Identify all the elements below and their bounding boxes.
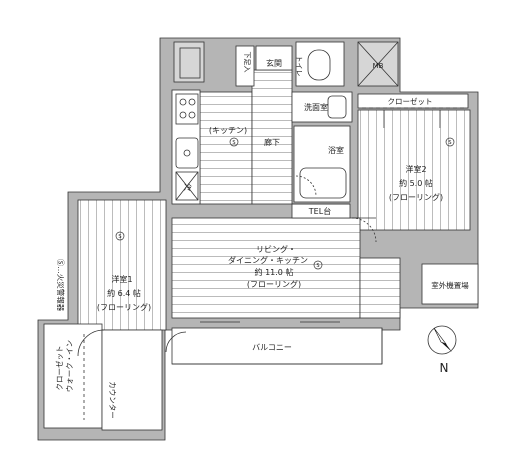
walkin-floor [43, 323, 103, 429]
label-yoshitsu1: 洋室1 [111, 274, 132, 284]
label-yoshitsu2-size: 約 5.0 帖 [399, 178, 433, 188]
corridor-floor [251, 69, 293, 205]
label-walkin-1: ウォーク・イン [65, 340, 74, 392]
north-compass: N [427, 325, 457, 375]
toilet-bowl [307, 49, 331, 81]
label-ldk-size: 約 11.0 帖 [255, 267, 294, 277]
outdoor-unit-area [421, 263, 479, 305]
sensor-mark-kitchen: S [232, 140, 235, 146]
north-label: N [440, 361, 449, 375]
floors [43, 41, 479, 431]
yoshitsu1-floor [77, 199, 167, 331]
label-yoshitsu1-size: 約 6.4 帖 [107, 288, 141, 298]
ldk-floor-right [359, 257, 401, 319]
label-yokushitsu: 浴室 [328, 145, 344, 155]
label-fire-alarm: Ⓢ…火災警報器 [56, 259, 66, 312]
label-walkin-2: クローゼット [54, 346, 64, 391]
label-ldk-floor: (フローリング) [247, 279, 301, 289]
toilet-floor [295, 41, 345, 87]
sensor-mark-ldk: S [316, 263, 319, 269]
label-yoshitsu2: 洋室2 [405, 164, 426, 174]
label-toilet: トイレ [295, 56, 303, 77]
counter-floor [101, 329, 163, 431]
washer [179, 47, 201, 79]
label-yoshitsu2-floor: (フローリング) [389, 192, 443, 202]
label-mb: MB [373, 62, 384, 70]
label-rouka: 廊下 [264, 137, 280, 147]
label-closet-top: クローゼット [388, 96, 433, 106]
fixtures [77, 41, 466, 420]
fridge-slot [175, 171, 199, 201]
yoshitsu2-floor [357, 109, 471, 231]
smoke-sensors [115, 137, 455, 270]
senmen-floor [291, 91, 353, 123]
ldk-floor [171, 217, 361, 319]
label-ldk-2: ダイニング・キッチン [228, 255, 308, 265]
sink [175, 137, 199, 169]
label-yoshitsu1-floor: (フローリング) [97, 302, 151, 312]
label-rei: 冷 [184, 182, 192, 192]
stove [175, 93, 199, 125]
balcony-floor [171, 327, 383, 365]
bath-floor [293, 125, 351, 203]
washbasin [327, 95, 347, 119]
genkan-floor [255, 45, 293, 71]
label-ldk: リビング・ [256, 244, 296, 254]
sensor-mark-room1: S [118, 234, 121, 240]
fridge-box [173, 41, 205, 83]
label-kitchen: (キッチン) [209, 126, 247, 135]
label-senmen: 洗面室 [304, 102, 328, 112]
label-genkan: 玄関 [266, 58, 282, 68]
label-balcony: バルコニー [252, 343, 292, 352]
label-shitsugaiki: 室外機置場 [431, 280, 469, 290]
label-counter: カウンター [108, 381, 117, 419]
label-getabako: 下足入 [243, 52, 251, 73]
bathtub [299, 167, 347, 199]
kitchen-floor [199, 91, 253, 205]
label-tel: TEL台 [308, 206, 331, 216]
sensor-mark-room2: S [448, 140, 451, 146]
getabako-floor [235, 45, 255, 87]
